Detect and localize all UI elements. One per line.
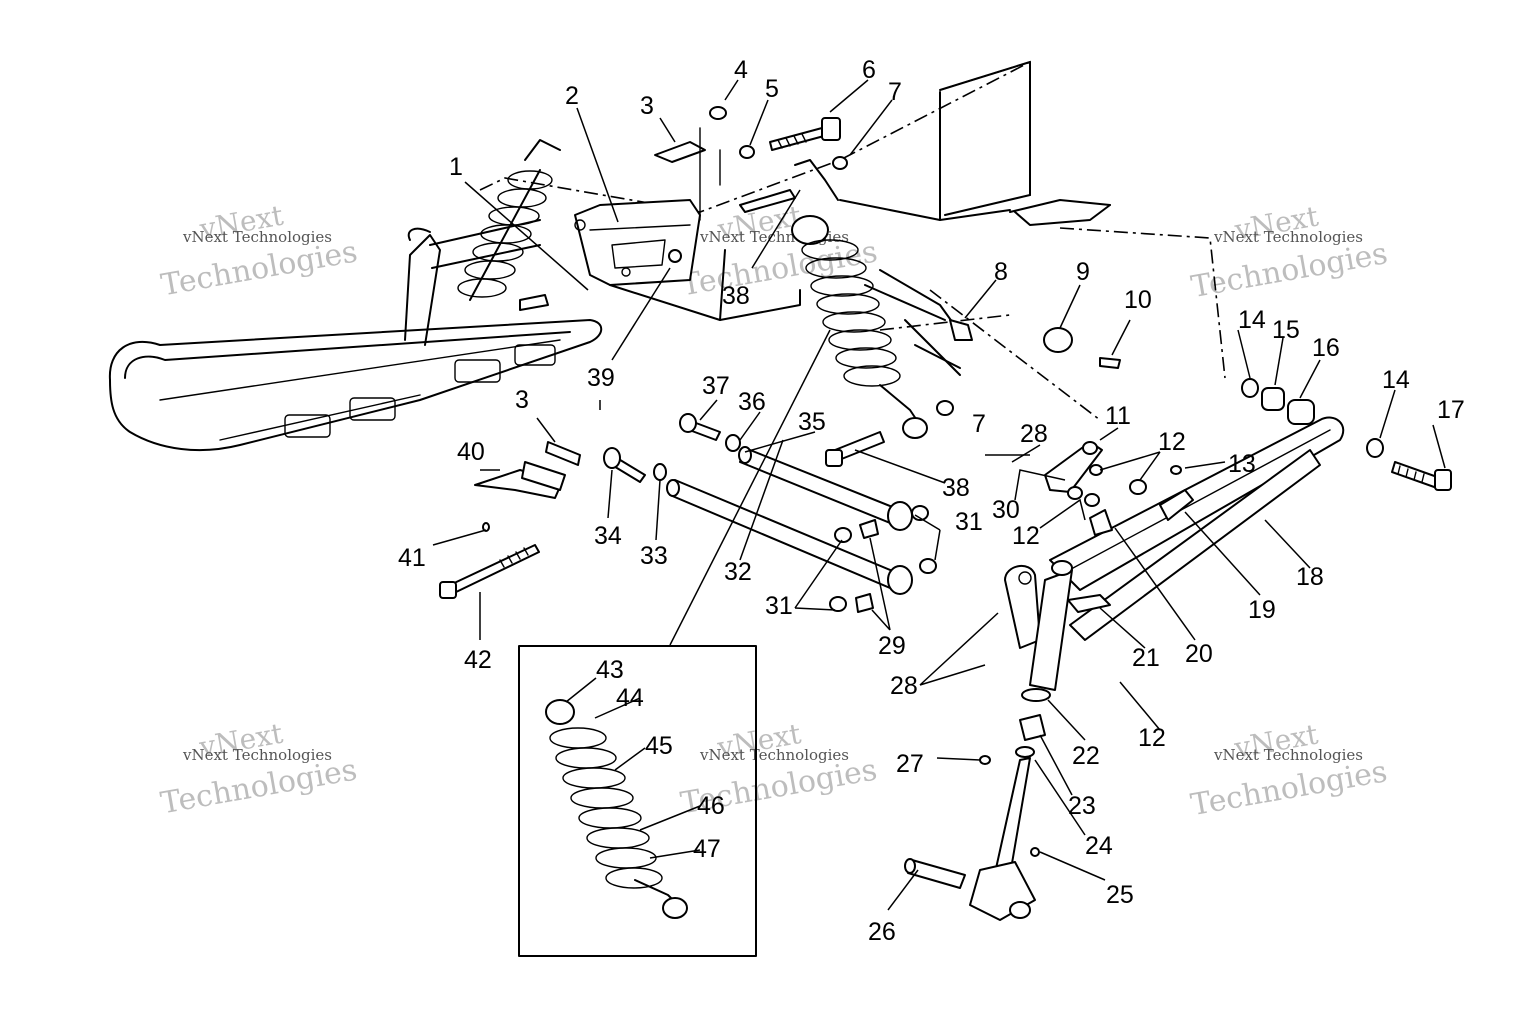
callout-3: 3 bbox=[515, 386, 529, 414]
right-shock bbox=[791, 159, 954, 439]
watermark-caption: vNext Technologies bbox=[182, 228, 332, 246]
inset-shock bbox=[545, 699, 688, 919]
steering-bracket bbox=[574, 199, 801, 321]
watermark-top-right: vNext Technologies vNext Technologies bbox=[1189, 199, 1391, 305]
callout-24: 24 bbox=[1085, 832, 1113, 860]
callout-15: 15 bbox=[1272, 316, 1300, 344]
steering-arm bbox=[864, 269, 973, 376]
callout-47: 47 bbox=[693, 835, 721, 863]
watermark-caption: vNext Technologies bbox=[1213, 746, 1363, 764]
callout-28: 28 bbox=[890, 672, 918, 700]
callout-18: 18 bbox=[1296, 563, 1324, 591]
callout-9: 9 bbox=[1076, 258, 1090, 286]
callout-21: 21 bbox=[1132, 644, 1160, 672]
callout-7: 7 bbox=[888, 78, 902, 106]
callout-41: 41 bbox=[398, 544, 426, 572]
callout-39: 39 bbox=[587, 364, 615, 392]
callout-32: 32 bbox=[724, 558, 752, 586]
callout-8: 8 bbox=[994, 258, 1008, 286]
callout-44: 44 bbox=[616, 684, 644, 712]
rod-ends bbox=[603, 413, 885, 483]
watermark-caption: vNext Technologies bbox=[182, 746, 332, 764]
callout-37: 37 bbox=[702, 372, 730, 400]
callout-5: 5 bbox=[765, 75, 779, 103]
callout-40: 40 bbox=[457, 438, 485, 466]
callout-19: 19 bbox=[1248, 596, 1276, 624]
callout-46: 46 bbox=[697, 792, 725, 820]
callout-4: 4 bbox=[734, 56, 748, 84]
callout-17: 17 bbox=[1437, 396, 1465, 424]
callout-6: 6 bbox=[862, 56, 876, 84]
watermark-line2: Technologies bbox=[1189, 236, 1391, 305]
callout-31: 31 bbox=[955, 508, 983, 536]
callout-1: 1 bbox=[449, 153, 463, 181]
callout-numbers: 1 2 3 3 4 5 6 7 7 8 9 10 11 12 12 12 12 … bbox=[398, 56, 1465, 946]
watermark-bottom-left: vNext Technologies vNext Technologies bbox=[158, 717, 360, 822]
callout-16: 16 bbox=[1312, 334, 1340, 362]
callout-20: 20 bbox=[1185, 640, 1213, 668]
callout-27: 27 bbox=[896, 750, 924, 778]
watermark-bottom-right: vNext Technologies vNext Technologies bbox=[1188, 717, 1390, 823]
callout-31: 31 bbox=[765, 592, 793, 620]
callout-10: 10 bbox=[1124, 286, 1152, 314]
callout-14: 14 bbox=[1238, 306, 1266, 334]
lower-left-hardware bbox=[439, 441, 581, 599]
callout-42: 42 bbox=[464, 646, 492, 674]
callout-14: 14 bbox=[1382, 366, 1410, 394]
callout-28: 28 bbox=[1020, 420, 1048, 448]
right-bushings bbox=[1241, 378, 1452, 491]
callout-29: 29 bbox=[878, 632, 906, 660]
callout-30: 30 bbox=[992, 496, 1020, 524]
tie-rod-end-cluster bbox=[1044, 441, 1194, 613]
left-shock bbox=[457, 139, 561, 311]
chassis-frame bbox=[479, 60, 1226, 421]
watermark-caption: vNext Technologies bbox=[1213, 228, 1363, 246]
callout-12: 12 bbox=[1138, 724, 1166, 752]
inset-box bbox=[518, 645, 757, 957]
spindle-assembly bbox=[904, 560, 1073, 921]
callout-36: 36 bbox=[738, 388, 766, 416]
callout-35: 35 bbox=[798, 408, 826, 436]
callout-2: 2 bbox=[565, 82, 579, 110]
tie-rods bbox=[666, 446, 937, 613]
left-ski bbox=[108, 219, 603, 452]
callout-12: 12 bbox=[1012, 522, 1040, 550]
callout-43: 43 bbox=[596, 656, 624, 684]
callout-3: 3 bbox=[640, 92, 654, 120]
callout-38: 38 bbox=[942, 474, 970, 502]
callout-7: 7 bbox=[972, 410, 986, 438]
callout-45: 45 bbox=[645, 732, 673, 760]
callout-26: 26 bbox=[868, 918, 896, 946]
callout-25: 25 bbox=[1106, 881, 1134, 909]
ball-joint bbox=[1043, 327, 1121, 369]
callout-33: 33 bbox=[640, 542, 668, 570]
watermark-top-center: vNext Technologies vNext Technologies bbox=[678, 199, 880, 303]
radius-rod bbox=[1049, 416, 1345, 641]
callout-22: 22 bbox=[1072, 742, 1100, 770]
watermark-top-left: vNext Technologies vNext Technologies bbox=[158, 199, 360, 304]
callout-34: 34 bbox=[594, 522, 622, 550]
watermark-caption: vNext Technologies bbox=[699, 746, 849, 764]
callout-23: 23 bbox=[1068, 792, 1096, 820]
callout-11: 11 bbox=[1105, 402, 1131, 430]
callout-38: 38 bbox=[722, 282, 750, 310]
leader-lines bbox=[432, 79, 1446, 911]
callout-13: 13 bbox=[1228, 450, 1256, 478]
watermark-line2: Technologies bbox=[1188, 754, 1390, 823]
callout-12: 12 bbox=[1158, 428, 1186, 456]
